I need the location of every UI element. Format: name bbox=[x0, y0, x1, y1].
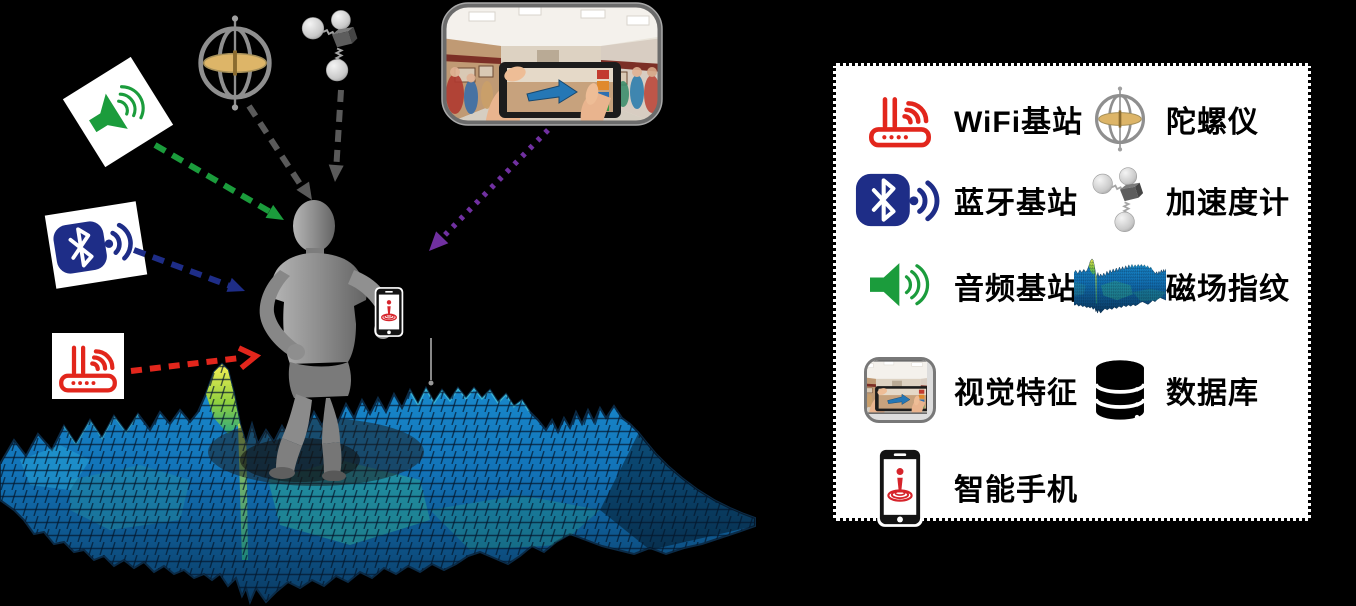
surface-marker bbox=[428, 338, 434, 386]
bluetooth-beacon-icon bbox=[846, 169, 954, 231]
legend-label: 加速度计 bbox=[1166, 187, 1290, 220]
legend-item-gyroscope: 陀螺仪 bbox=[1074, 76, 1308, 162]
bluetooth-beacon bbox=[44, 201, 148, 289]
legend-item-smartphone: 智能手机 bbox=[846, 446, 1077, 528]
legend-label: 音频基站 bbox=[954, 273, 1078, 306]
legend-item-bluetooth: 蓝牙基站 bbox=[846, 162, 1077, 238]
audio-beacon bbox=[62, 56, 174, 168]
wifi-router-icon bbox=[846, 89, 954, 149]
legend-label: WiFi基站 bbox=[954, 106, 1084, 139]
legend-item-magnetic: 磁场指纹 bbox=[1074, 238, 1308, 334]
magnetic-fingerprint-icon bbox=[1074, 258, 1166, 314]
smartphone-icon bbox=[846, 446, 954, 528]
database-icon bbox=[1074, 357, 1166, 423]
visual-feature-icon bbox=[846, 357, 954, 423]
audio-beacon-icon bbox=[846, 256, 954, 316]
bluetooth-arrowhead bbox=[226, 277, 245, 292]
legend-item-visual: 视觉特征 bbox=[846, 334, 1077, 446]
wifi-router-icon bbox=[57, 338, 119, 394]
accel-arrow bbox=[333, 89, 344, 173]
visual-arrowhead bbox=[429, 231, 449, 251]
legend-label: 蓝牙基站 bbox=[954, 187, 1078, 220]
wifi-router bbox=[52, 333, 124, 399]
bluetooth-icon bbox=[49, 210, 143, 281]
bluetooth-arrow bbox=[132, 247, 235, 290]
gyroscope-icon bbox=[1074, 86, 1166, 152]
accel-arrowhead bbox=[328, 164, 344, 182]
legend-item-database: 数据库 bbox=[1074, 334, 1308, 446]
legend-panel: WiFi基站 陀螺仪 蓝牙基站 加速度计 bbox=[833, 63, 1311, 528]
legend-label: 智能手机 bbox=[954, 474, 1078, 507]
gyro-arrow bbox=[246, 104, 307, 192]
legend-label: 视觉特征 bbox=[954, 377, 1078, 410]
legend-empty-cell bbox=[1074, 446, 1308, 528]
gyroscope bbox=[196, 14, 274, 112]
pedestrian bbox=[259, 200, 392, 481]
legend-label: 数据库 bbox=[1166, 377, 1259, 410]
accelerometer-icon bbox=[1074, 166, 1166, 234]
legend-item-accelerometer: 加速度计 bbox=[1074, 162, 1308, 238]
speaker-icon bbox=[80, 77, 153, 146]
legend-item-audio: 音频基站 bbox=[846, 238, 1077, 334]
smartphone-in-hand bbox=[374, 286, 404, 338]
legend-label: 磁场指纹 bbox=[1166, 273, 1290, 306]
legend-label: 陀螺仪 bbox=[1166, 106, 1259, 139]
legend-item-wifi: WiFi基站 bbox=[846, 76, 1082, 162]
accelerometer bbox=[301, 9, 359, 82]
visual-feature-view bbox=[441, 2, 663, 126]
visual-arrow bbox=[436, 128, 550, 244]
